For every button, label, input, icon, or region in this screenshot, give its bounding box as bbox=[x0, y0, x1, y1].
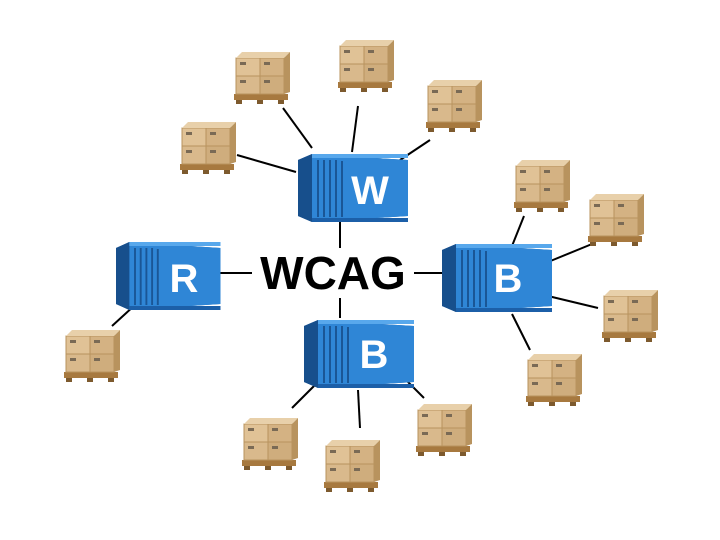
pallet-boxes-image bbox=[179, 121, 237, 175]
pallet-boxes-image bbox=[241, 417, 299, 471]
pallet-boxes-image bbox=[323, 439, 381, 493]
pallet-boxes-image bbox=[337, 39, 395, 93]
connector-line bbox=[547, 295, 599, 309]
connector-line bbox=[291, 385, 315, 409]
container-right: B bbox=[441, 243, 553, 313]
container-left: R bbox=[115, 241, 222, 311]
pallet-boxes-image bbox=[525, 353, 583, 407]
center-label: WCAG bbox=[260, 247, 406, 299]
pallet-boxes-image bbox=[233, 51, 291, 105]
container-letter: B bbox=[494, 257, 523, 301]
connector-line bbox=[547, 243, 593, 263]
connector-line bbox=[351, 105, 359, 153]
container-letter: W bbox=[351, 169, 389, 213]
connector-line bbox=[511, 215, 525, 247]
connector-line bbox=[511, 313, 531, 351]
pallet-boxes-image bbox=[513, 159, 571, 213]
container-letter: R bbox=[170, 257, 199, 301]
connector-lines bbox=[111, 105, 599, 429]
container-top: W bbox=[297, 153, 409, 223]
connector-line bbox=[282, 107, 313, 149]
shipping-container-image bbox=[115, 241, 222, 311]
pallet-boxes-image bbox=[63, 329, 121, 383]
pallet-boxes-image bbox=[415, 403, 473, 457]
connector-line bbox=[357, 389, 361, 429]
connector-line bbox=[236, 154, 297, 173]
pallet-boxes-image bbox=[425, 79, 483, 133]
container-bottom: B bbox=[303, 319, 415, 389]
pallet-boxes-image bbox=[601, 289, 659, 343]
pallet-boxes-image bbox=[587, 193, 645, 247]
container-letter: B bbox=[360, 333, 389, 377]
